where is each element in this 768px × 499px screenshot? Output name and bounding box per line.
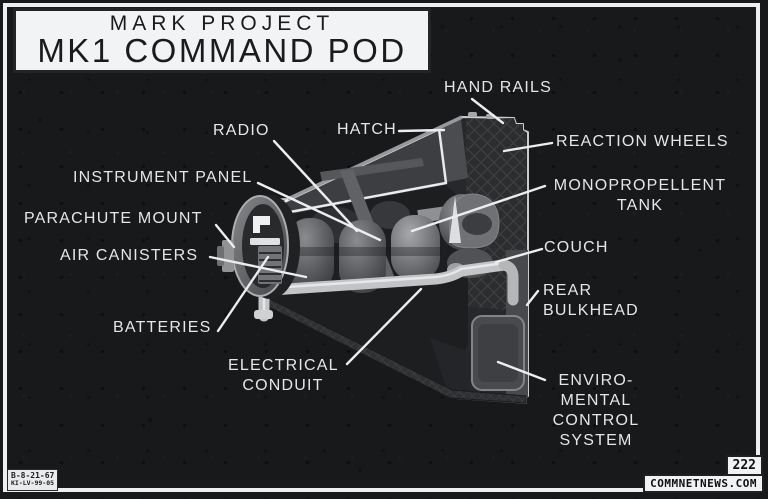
label-ecs-line2: MENTAL [560,392,632,409]
couch-seat-hollow [462,213,492,235]
conduit-foot [254,310,273,319]
leader-radio [272,139,359,233]
leader-air-canisters [208,255,308,279]
label-electrical-conduit-line1: ELECTRICAL [228,357,339,374]
label-ecs-line3: CONTROL [552,412,640,429]
document-number-line2: KI-LV-99-05 [11,479,55,488]
label-ecs-line1: ENVIRO- [558,372,634,389]
label-monopropellent-tank-line1: MONOPROPELLENT [553,177,727,194]
label-hatch: HATCH [337,121,397,138]
source-credit: COMMNETNEWS.COM [643,474,764,493]
label-rear-bulkhead-line1: REAR [543,282,593,299]
title-name: MK1 COMMAND POD [37,32,407,70]
nose-bracket [253,216,270,233]
leader-hatch [397,128,446,133]
label-parachute-mount: PARACHUTE MOUNT [24,210,203,227]
label-electrical-conduit: ELECTRICAL CONDUIT [228,356,338,396]
leader-parachute-mount [214,223,236,249]
label-batteries: BATTERIES [113,319,212,336]
environmental-control-system-panel [478,324,518,382]
nose-white-bar [250,238,280,245]
label-rear-bulkhead-line2: BULKHEAD [543,302,639,319]
leader-monopropellent-tank [410,184,547,233]
leader-instrument-panel [256,181,382,242]
leader-environmental-control-system [496,360,547,382]
leader-batteries [216,255,270,333]
page-number: 222 [725,455,763,476]
title-box: MARK PROJECT MK1 COMMAND POD [13,8,431,73]
label-couch: COUCH [544,239,609,256]
title-project: MARK PROJECT [109,12,335,36]
leader-electrical-conduit [345,287,423,366]
tank-shadow-band [286,247,442,256]
parachute-mount-bracket [217,246,224,266]
hull-wedge [430,338,470,396]
leader-hand-rails [470,97,505,125]
label-electrical-conduit-line2: CONDUIT [242,377,324,394]
label-environmental-control-system: ENVIRO- MENTAL CONTROL SYSTEM [545,371,647,451]
label-hand-rails: HAND RAILS [444,79,553,96]
conduit-elbow [498,259,519,306]
monopropellant-tank-sphere [391,215,440,281]
hand-rail [468,112,477,117]
parachute-mount-bracket [222,240,234,272]
leader-reaction-wheels [502,141,554,153]
label-rear-bulkhead: REAR BULKHEAD [543,281,639,321]
couch-headrest [449,196,461,243]
label-reaction-wheels: REACTION WHEELS [556,133,729,150]
label-instrument-panel: INSTRUMENT PANEL [73,169,253,186]
label-ecs-line4: SYSTEM [559,432,633,449]
leader-couch [494,247,544,264]
label-radio: RADIO [213,122,270,139]
label-air-canisters: AIR CANISTERS [60,247,199,264]
battery-grille-lines [259,252,281,282]
label-monopropellent-tank-line2: TANK [616,197,664,214]
document-number-box: B-8-21-67 KI-LV-99-05 [7,469,59,491]
leader-lines [208,97,554,382]
leader-rear-bulkhead [525,289,540,307]
document-number-line1: B-8-21-67 [11,471,55,480]
label-monopropellent-tank: MONOPROPELLENT TANK [546,176,734,216]
